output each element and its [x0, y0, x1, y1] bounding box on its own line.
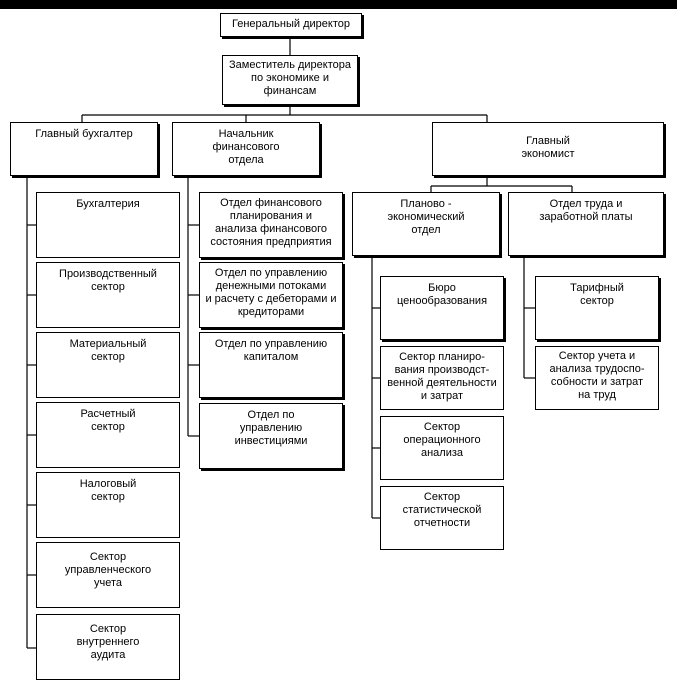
financial-planning-unit: Отдел финансового планирования и анализа… — [199, 192, 343, 258]
investment-management-unit: Отдел по управлению инвестициями — [199, 403, 343, 469]
top-edge-bar — [0, 0, 677, 9]
capital-management-unit: Отдел по управлению капиталом — [199, 332, 343, 398]
general-director-box: Генеральный директор — [220, 13, 362, 37]
labor-cost-analysis-sector-unit: Сектор учета и анализа трудоспо- собност… — [535, 346, 659, 410]
statistical-reporting-sector-unit: Сектор статистической отчетности — [380, 486, 504, 550]
production-planning-sector-unit: Сектор планиро- вания производст- венной… — [380, 346, 504, 410]
internal-audit-sector-unit: Сектор внутреннего аудита — [36, 614, 180, 680]
labor-wages-department-box: Отдел труда и заработной платы — [508, 192, 664, 256]
operational-analysis-sector-unit: Сектор операционного анализа — [380, 416, 504, 480]
pricing-bureau-unit: Бюро ценообразования — [380, 276, 504, 340]
tax-sector-unit: Налоговый сектор — [36, 472, 180, 538]
production-sector-unit: Производственный сектор — [36, 262, 180, 328]
tariff-sector-unit: Тарифный сектор — [535, 276, 659, 340]
material-sector-unit: Материальный сектор — [36, 332, 180, 398]
management-accounting-sector-unit: Сектор управленческого учета — [36, 542, 180, 608]
cash-flow-management-unit: Отдел по управлению денежными потоками и… — [199, 262, 343, 328]
settlement-sector-unit: Расчетный сектор — [36, 402, 180, 468]
deputy-director-box: Заместитель директора по экономике и фин… — [222, 55, 358, 105]
head-financial-department-box: Начальник финансового отдела — [172, 122, 320, 176]
chief-economist-box: Главный экономист — [432, 122, 664, 176]
planning-economic-department-box: Планово - экономический отдел — [352, 192, 500, 256]
accounting-unit: Бухгалтерия — [36, 192, 180, 258]
chief-accountant-box: Главный бухгалтер — [10, 122, 158, 176]
